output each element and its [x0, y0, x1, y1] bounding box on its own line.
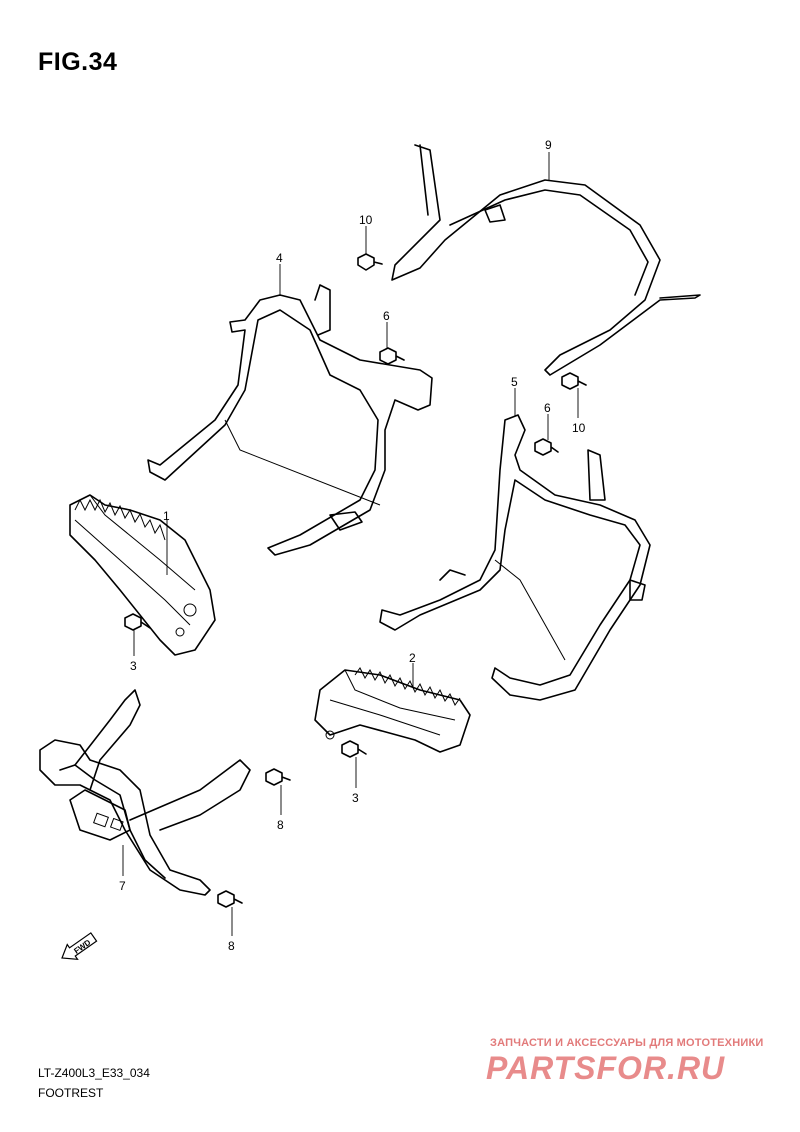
- callout-6-right: 6: [544, 401, 551, 415]
- bolt-6-right: [534, 438, 559, 456]
- callout-3-right: 3: [352, 791, 359, 805]
- bolt-6-left: [379, 347, 405, 365]
- bolt-3-right: [341, 740, 367, 758]
- callout-10-right: 10: [572, 421, 586, 435]
- part-2-right-footpeg: [314, 667, 471, 753]
- part-9-rear-bar: [391, 144, 701, 376]
- figure-code: LT-Z400L3_E33_034: [38, 1066, 150, 1080]
- bolt-8-upper: [265, 768, 291, 786]
- callout-6-left: 6: [383, 309, 390, 323]
- watermark-logo: PARTSFOR.RU: [486, 1050, 726, 1086]
- part-7-front-guard: [39, 689, 251, 896]
- bolt-10-upper: [357, 253, 383, 271]
- callout-10-upper: 10: [359, 213, 373, 227]
- callout-8-upper: 8: [277, 818, 284, 832]
- part-4-left-frame: [147, 284, 433, 556]
- part-1-left-footpeg: [69, 494, 216, 656]
- callout-3-left: 3: [130, 659, 137, 673]
- watermark-tagline: ЗАПЧАСТИ И АКСЕССУАРЫ ДЛЯ МОТОТЕХНИКИ: [490, 1037, 764, 1049]
- callout-9: 9: [545, 138, 552, 152]
- callout-8-lower: 8: [228, 939, 235, 953]
- callout-1: 1: [163, 509, 170, 523]
- figure-name: FOOTREST: [38, 1086, 104, 1100]
- callout-2: 2: [409, 651, 416, 665]
- fwd-arrow-icon: FWD: [61, 932, 98, 961]
- callout-7: 7: [119, 879, 126, 893]
- bolt-3-left: [124, 613, 151, 631]
- part-5-right-frame: [379, 414, 651, 701]
- bolt-8-lower: [217, 890, 243, 908]
- callout-4: 4: [276, 251, 283, 265]
- figure-title: FIG.34: [38, 48, 118, 76]
- callout-5: 5: [511, 375, 518, 389]
- bolt-10-right: [561, 372, 587, 390]
- leader-lines: [122, 152, 579, 936]
